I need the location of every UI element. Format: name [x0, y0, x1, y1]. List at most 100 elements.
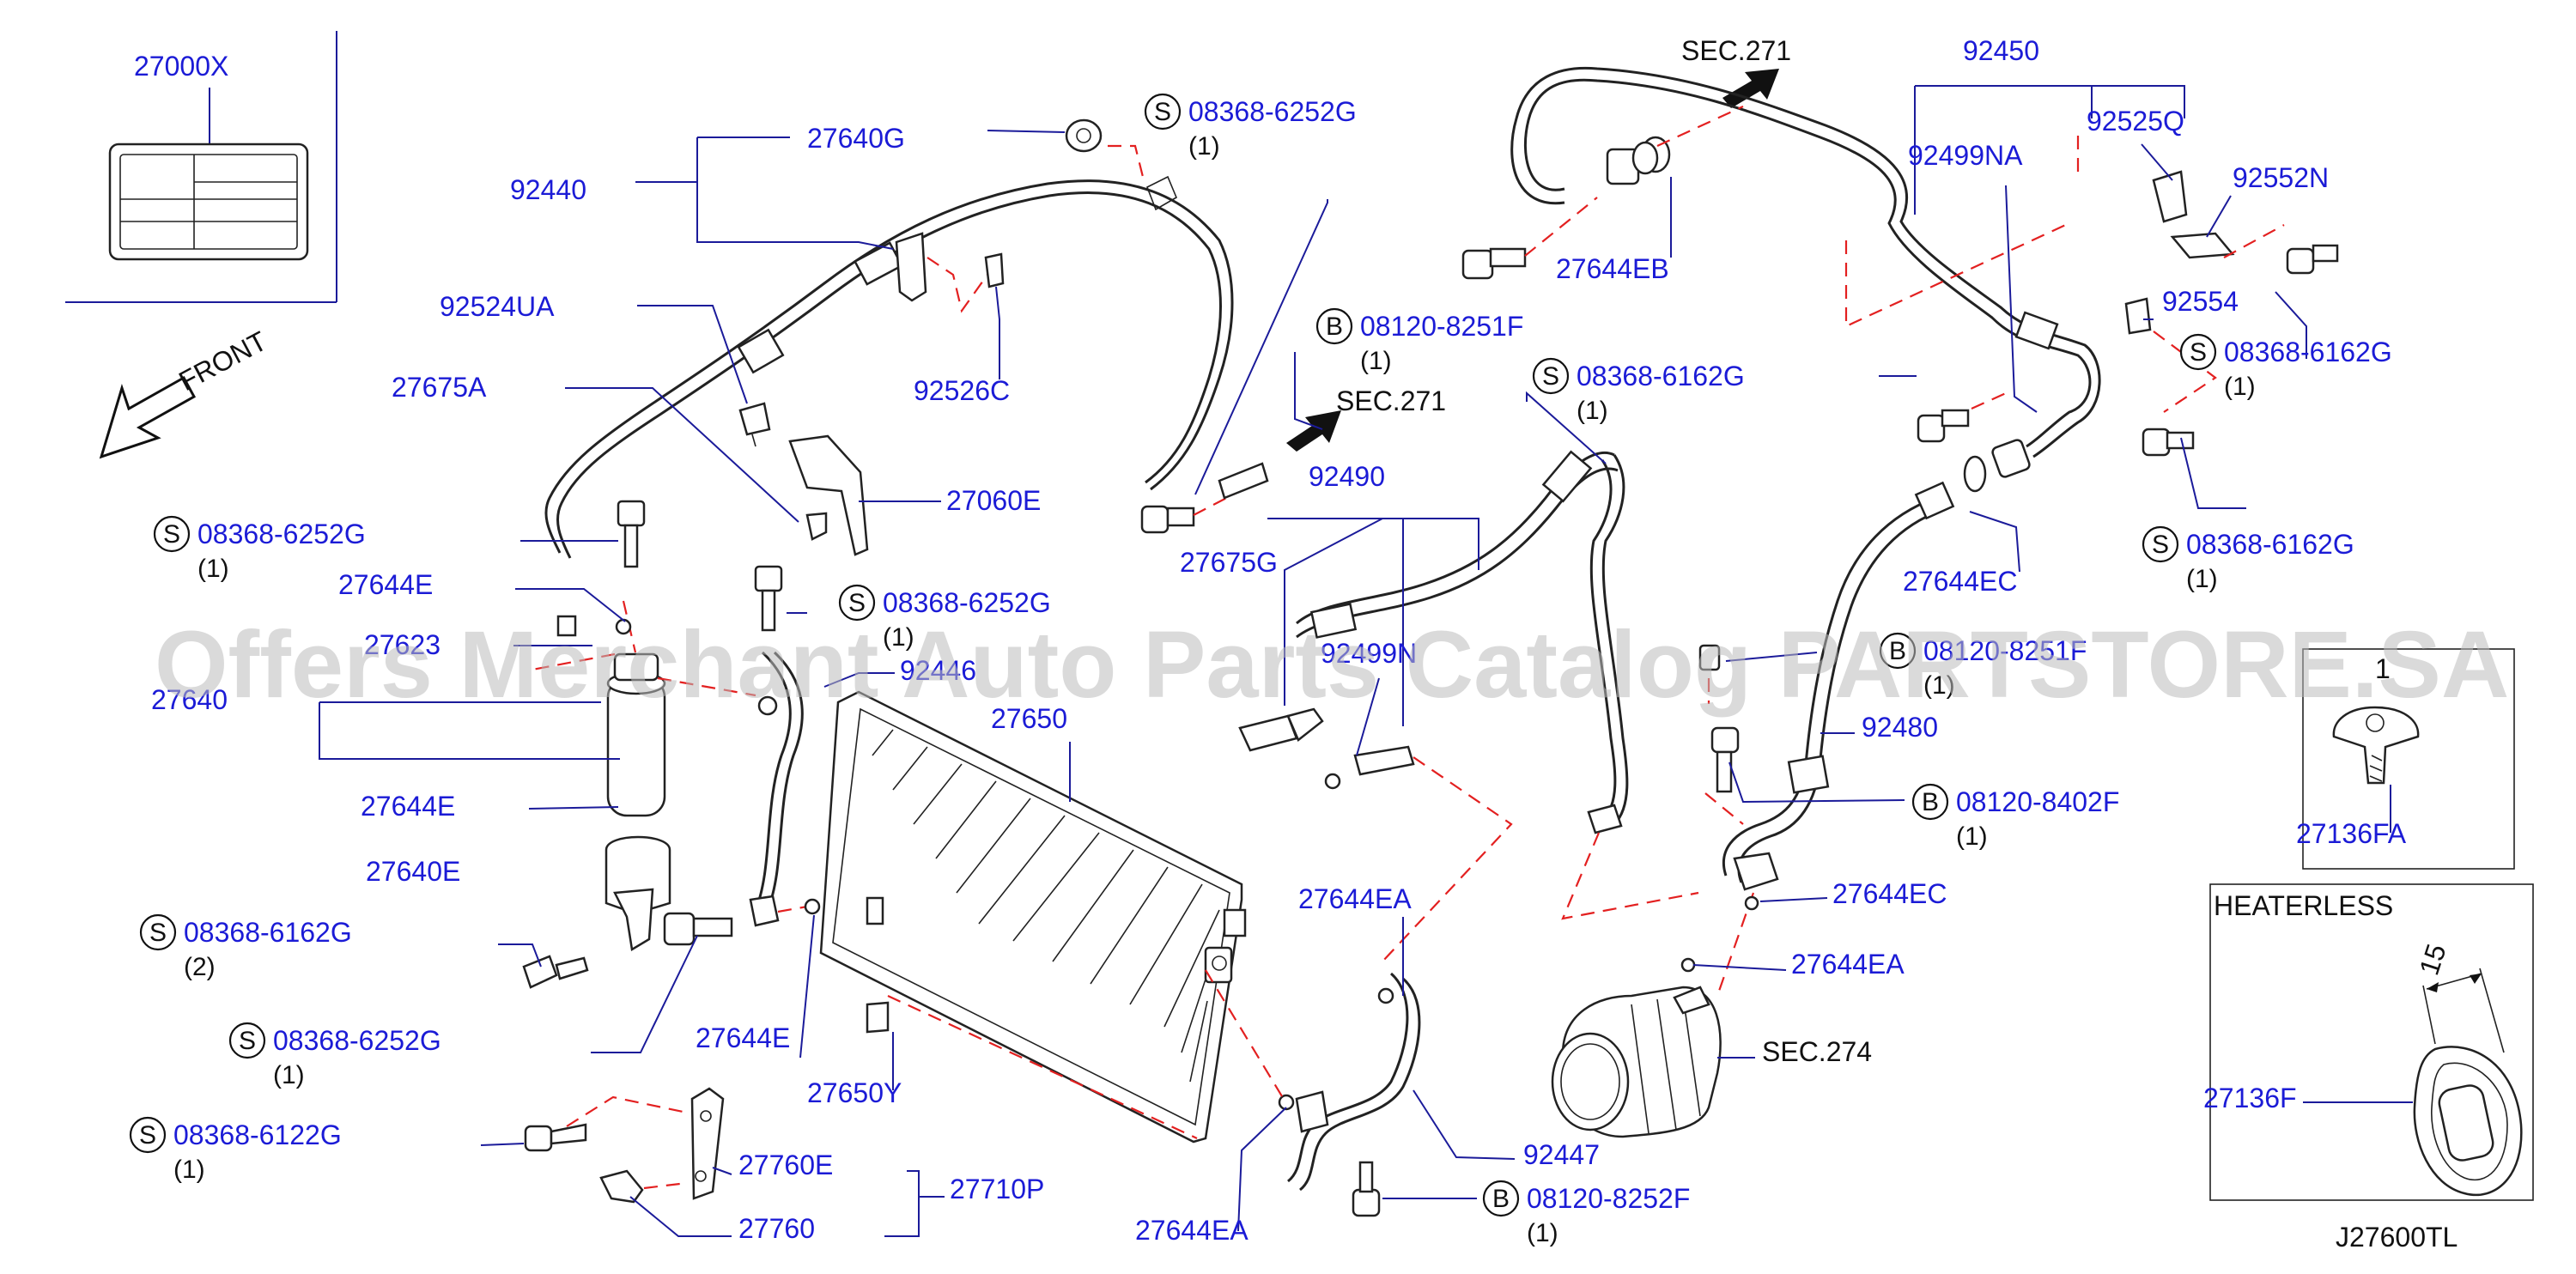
label-plate-box [65, 31, 337, 303]
callout-circle [228, 1022, 266, 1059]
part-label-92554[interactable]: 92554 [2162, 286, 2239, 317]
sec271-mid-arrow-icon [1286, 410, 1341, 452]
part-label-92490[interactable]: 92490 [1309, 461, 1385, 492]
part-label-27644ea_2[interactable]: 27644EA [1135, 1215, 1249, 1246]
callout-symbol: S [2152, 531, 2169, 559]
part-label-27644e_1[interactable]: 27644E [338, 569, 433, 600]
part-label-27710p[interactable]: 27710P [950, 1174, 1044, 1204]
screw-08368-6122g [524, 1123, 587, 1152]
part-label-27650[interactable]: 27650 [991, 703, 1067, 734]
callout-circle [153, 515, 191, 553]
callout-symbol: B [1326, 312, 1343, 341]
bracket-92525q [2152, 170, 2188, 223]
callout-part-number: 08368-6162G [2224, 337, 2392, 367]
callout-quantity: (1) [2224, 373, 2256, 401]
bracket-27760 [599, 1169, 644, 1204]
callout-quantity: (1) [1577, 397, 1608, 425]
callout-s8[interactable]: S 08368-6162G (1) [2179, 333, 2392, 401]
text-diagram-code: J27600TL [2336, 1222, 2458, 1253]
callout-circle [1532, 357, 1570, 395]
part-label-27060e[interactable]: 27060E [946, 485, 1041, 516]
part-label-92525q[interactable]: 92525Q [2087, 106, 2184, 136]
bolt-08120-8251f-mid [1140, 462, 1269, 534]
part-label-92450[interactable]: 92450 [1963, 35, 2039, 66]
part-label-27650y[interactable]: 27650Y [807, 1077, 902, 1108]
part-label-27136fa[interactable]: 27136FA [2296, 818, 2407, 849]
part-label-27644eb[interactable]: 27644EB [1556, 253, 1669, 284]
callout-part-number: 08120-8402F [1956, 786, 2119, 817]
leader-lines [319, 85, 2413, 1237]
grommet-27640g [1065, 118, 1178, 211]
part-label-27644ea_1[interactable]: 27644EA [1298, 883, 1412, 914]
callout-circle [139, 913, 177, 951]
callout-circle [2142, 525, 2179, 563]
part-label-92480[interactable]: 92480 [1862, 712, 1938, 743]
part-label-92447[interactable]: 92447 [1523, 1139, 1600, 1170]
part-label-27760e[interactable]: 27760E [738, 1150, 833, 1180]
sec271-top-arrow-icon [1722, 69, 1779, 108]
part-label-92526c[interactable]: 92526C [914, 375, 1010, 406]
part-number-labels: 27000X 27640G 92440 92524UA 27675A 92526C 2706… [134, 35, 2407, 1246]
callout-part-number: 08368-6252G [1188, 96, 1357, 127]
part-label-27640g[interactable]: 27640G [807, 123, 905, 154]
pipe-92480 [1716, 439, 2031, 997]
part-label-92499n[interactable]: 92499N [1321, 638, 1417, 669]
callout-quantity: (1) [1527, 1219, 1558, 1247]
bolt-08368-6162g-1 [1917, 391, 2007, 443]
text-front: FRONT [173, 325, 271, 397]
part-label-27640[interactable]: 27640 [151, 684, 228, 715]
callout-quantity: (1) [1360, 347, 1392, 375]
callout-quantity: (1) [173, 1156, 205, 1184]
callout-symbol: B [1492, 1185, 1510, 1213]
part-label-27640e[interactable]: 27640E [366, 856, 460, 887]
compressor-sec274 [1551, 986, 1722, 1138]
callout-part-number: 08368-6162G [1577, 361, 1745, 391]
callout-symbol: B [1889, 637, 1906, 665]
callout-quantity: (1) [197, 555, 229, 583]
part-label-27675a[interactable]: 27675A [392, 372, 487, 403]
dash-92450-frame [1844, 222, 2070, 328]
part-label-27760[interactable]: 27760 [738, 1213, 815, 1244]
callout-symbol: S [149, 919, 167, 947]
part-label-27623[interactable]: 27623 [364, 629, 440, 660]
part-label-27644ea_3[interactable]: 27644EA [1791, 949, 1905, 980]
part-label-27644e_2[interactable]: 27644E [361, 791, 455, 822]
part-label-92446[interactable]: 92446 [900, 655, 976, 686]
part-label-27644e_3[interactable]: 27644E [696, 1022, 790, 1053]
part-label-92552n[interactable]: 92552N [2233, 162, 2329, 193]
callout-part-number: 08368-6252G [197, 519, 366, 549]
clamp-92554 [2124, 297, 2217, 413]
part-label-27675g[interactable]: 27675G [1180, 547, 1278, 578]
callout-symbol: B [1922, 788, 1939, 816]
inset-27136fa [2302, 648, 2515, 870]
callout-symbol: S [2190, 338, 2207, 367]
callout-b4[interactable]: B 08120-8252F (1) [1482, 1180, 1690, 1247]
part-label-27136f[interactable]: 27136F [2203, 1083, 2297, 1113]
bolt-08120-8252f [1352, 1161, 1381, 1217]
bracket-92552n [2170, 224, 2339, 275]
part-label-92499na[interactable]: 92499NA [1908, 140, 2023, 171]
text-dim15: 15 [2413, 940, 2451, 979]
part-label-27644ec_1[interactable]: 27644EC [1903, 566, 2017, 597]
callout-quantity: (1) [1923, 671, 1955, 700]
part-label-92440[interactable]: 92440 [510, 174, 586, 205]
callout-circle [1879, 632, 1917, 670]
part-label-27644ec_2[interactable]: 27644EC [1832, 878, 1947, 909]
part-label-27000x[interactable]: 27000X [134, 51, 228, 82]
part-label-92524ua[interactable]: 92524UA [440, 291, 555, 322]
callout-part-number: 08120-8252F [1527, 1183, 1690, 1214]
callout-circle [1911, 783, 1949, 821]
callout-quantity: (2) [184, 953, 216, 981]
